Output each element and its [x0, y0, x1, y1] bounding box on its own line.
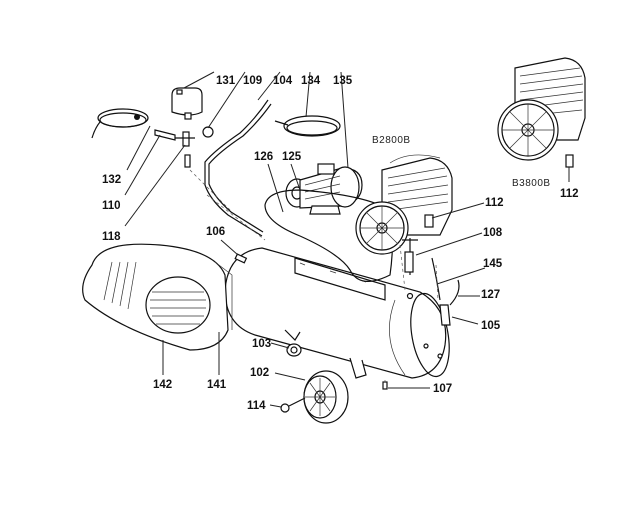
callout-106: 106	[206, 226, 225, 238]
callout-112-inset: 112	[560, 188, 579, 200]
wheel-bolt	[280, 397, 306, 413]
pressure-switch	[171, 87, 203, 120]
callout-105: 105	[481, 320, 501, 332]
callout-102: 102	[250, 367, 269, 379]
callout-104: 104	[273, 75, 293, 87]
callout-108: 108	[483, 227, 503, 239]
model-label-b2800b: B2800B	[372, 135, 411, 146]
wheel-nut	[286, 343, 302, 357]
compressor-pump-b2800b	[355, 154, 453, 275]
callout-125: 125	[282, 151, 302, 163]
callout-145: 145	[483, 258, 503, 270]
electric-motor	[285, 163, 363, 215]
callout-126: 126	[254, 151, 273, 163]
t-fitting	[154, 126, 214, 168]
callout-114: 114	[247, 400, 266, 412]
callout-110: 110	[102, 200, 121, 212]
callout-132: 132	[102, 174, 121, 186]
wheel	[303, 370, 349, 424]
callout-142: 142	[153, 379, 172, 391]
callout-118: 118	[102, 231, 121, 243]
leader-lines	[124, 71, 486, 408]
drain-plug	[382, 381, 388, 390]
fan-shroud	[82, 243, 233, 351]
drain-valve	[234, 253, 248, 264]
model-label-b3800b: B3800B	[512, 178, 551, 189]
air-tank	[224, 247, 450, 379]
callout-134: 134	[301, 75, 321, 87]
callout-112-pump: 112	[485, 197, 504, 209]
callout-131: 131	[216, 75, 236, 87]
callout-135: 135	[333, 75, 353, 87]
callout-107: 107	[433, 383, 452, 395]
callout-109: 109	[243, 75, 262, 87]
callout-103: 103	[252, 338, 271, 350]
callout-141: 141	[207, 379, 227, 391]
callout-127: 127	[481, 289, 500, 301]
compressor-pump-b3800b	[497, 57, 586, 182]
check-valve	[431, 257, 460, 326]
belt-guard-tube	[204, 99, 269, 237]
motor-cable	[274, 115, 341, 137]
power-cable	[91, 108, 149, 139]
